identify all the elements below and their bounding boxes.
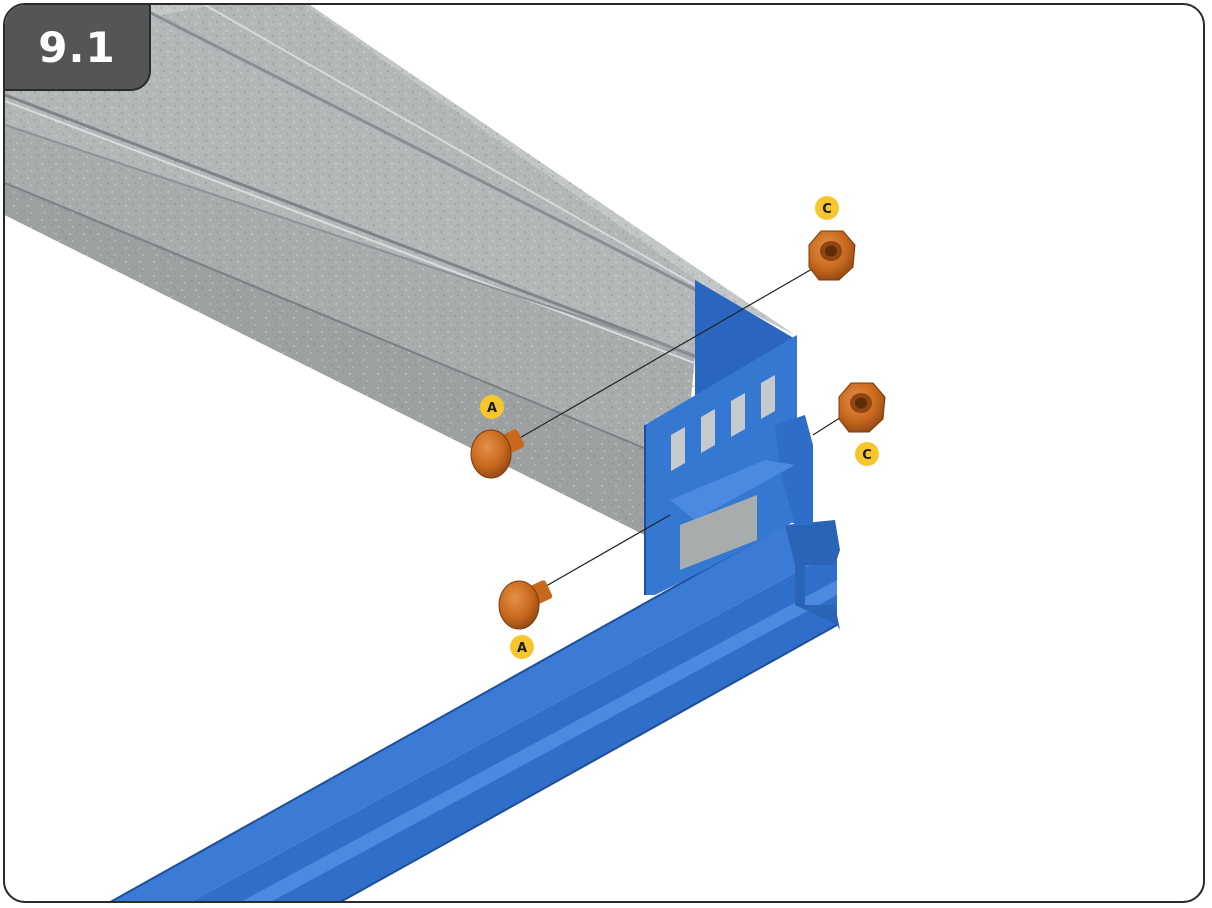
callout-a-lower: A xyxy=(510,635,534,659)
blue-rail xyxy=(105,520,840,903)
callout-label: A xyxy=(517,641,527,656)
instruction-panel: C C A A 9.1 xyxy=(3,3,1205,903)
bolt-lower xyxy=(499,579,553,629)
step-number-tab: 9.1 xyxy=(5,5,151,91)
callout-c-top: C xyxy=(815,196,839,220)
flange-nut-right xyxy=(839,383,885,432)
callout-label: A xyxy=(487,401,497,416)
flange-nut-top xyxy=(809,231,855,280)
callout-label: C xyxy=(822,202,832,217)
step-number: 9.1 xyxy=(38,23,115,72)
assembly-illustration: C C A A xyxy=(5,5,1205,903)
callout-a-upper: A xyxy=(480,395,504,419)
callout-label: C xyxy=(862,448,872,463)
callout-c-right: C xyxy=(855,442,879,466)
